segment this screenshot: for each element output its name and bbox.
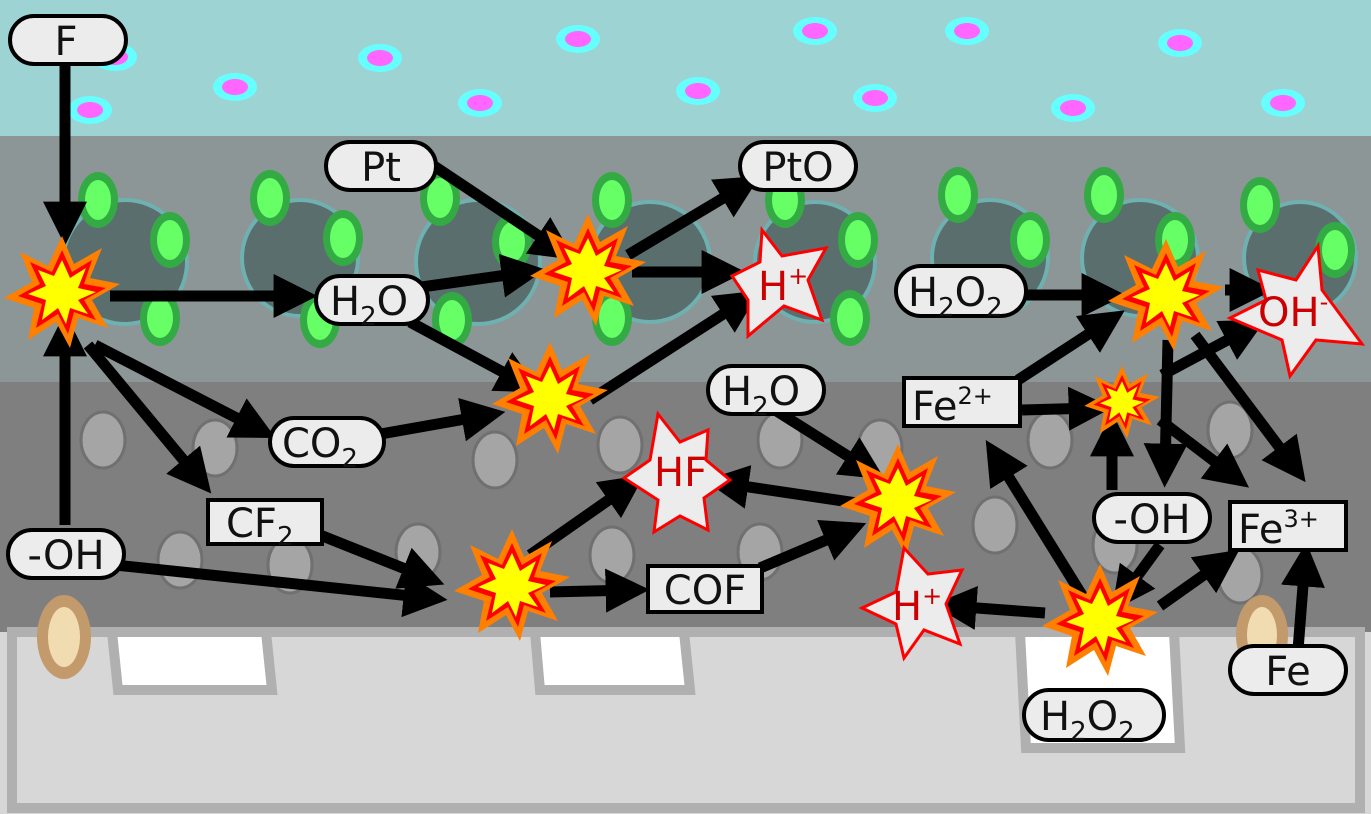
reaction-burst-left — [4, 236, 120, 348]
oh-minus-charge: - — [1320, 288, 1329, 316]
reaction-burst-pt — [530, 214, 646, 326]
h2o2-top-2a: 2 — [938, 293, 955, 323]
h2o-top-o: O — [377, 279, 408, 325]
label-co2: CO2 — [268, 416, 386, 474]
h2o2-bot-2b: 2 — [1118, 717, 1135, 747]
hf-star — [621, 410, 733, 535]
h2o2-bot-o: O — [1087, 694, 1118, 740]
h2o2-top-h: H — [908, 270, 938, 316]
svg-text:CO2: CO2 — [282, 421, 358, 474]
label-cf2: CF2 — [206, 498, 324, 552]
label-cof: COF — [646, 564, 764, 614]
h2o-mid-o: O — [769, 369, 800, 415]
label-h2o2-bottom: H2O2 — [1022, 688, 1166, 747]
label-pto-text: PtO — [762, 145, 833, 191]
label-fe: Fe — [1228, 644, 1348, 696]
co2-2: 2 — [341, 444, 358, 474]
oh-minus-star — [1226, 241, 1366, 380]
h2o-mid-2: 2 — [752, 392, 769, 422]
fe3-fe: Fe — [1238, 507, 1283, 553]
electrode-pocket — [529, 627, 696, 695]
cf2-cf: CF — [226, 501, 277, 547]
fe2-charge: 2+ — [957, 382, 992, 410]
label-pto: PtO — [738, 140, 858, 192]
reaction-burst-cof — [454, 529, 570, 641]
label-cof-text: COF — [664, 568, 746, 614]
label-fe2: Fe2+ — [902, 376, 1022, 430]
reaction-arrows — [43, 60, 1325, 651]
svg-text:Fe2+: Fe2+ — [912, 382, 993, 430]
fe2-fe: Fe — [912, 384, 957, 430]
reaction-burst-co2 — [492, 342, 608, 454]
label-h2o2-top: H2O2 — [894, 264, 1028, 323]
h-plus-top-h: H — [758, 264, 788, 310]
h-plus-bot-h: H — [892, 584, 922, 630]
svg-text:Fe3+: Fe3+ — [1238, 505, 1319, 553]
label-f: F — [8, 14, 128, 66]
svg-text:CF2: CF2 — [226, 501, 293, 552]
oh-minus-oh: OH — [1258, 290, 1320, 336]
h-plus-bot-charge: + — [922, 582, 942, 610]
membrane-pores — [79, 400, 1264, 605]
electrode-pocket — [106, 627, 278, 695]
co2-co: CO — [282, 421, 341, 467]
label-h2o-top: H2O — [314, 274, 430, 332]
h2o2-bot-h: H — [1040, 694, 1070, 740]
h2o-mid-h: H — [722, 369, 752, 415]
label-fe3: Fe3+ — [1228, 500, 1348, 553]
svg-text:H+: H+ — [758, 262, 808, 310]
h-plus-top-charge: + — [788, 262, 808, 290]
label-oh-right-text: -OH — [1113, 497, 1190, 543]
label-oh-left-text: -OH — [27, 533, 104, 579]
cf2-2: 2 — [277, 522, 294, 552]
label-h2o-mid: H2O — [706, 364, 826, 422]
svg-text:H2O: H2O — [722, 369, 800, 422]
svg-text:H2O: H2O — [330, 279, 408, 332]
label-oh-right: -OH — [1092, 492, 1212, 544]
reaction-burst-h2o2 — [1042, 564, 1158, 676]
h2o-top-h: H — [330, 279, 360, 325]
h2o2-top-o: O — [955, 270, 986, 316]
reaction-burst-oh — [1108, 239, 1224, 351]
h2o2-bot-2a: 2 — [1070, 717, 1087, 747]
svg-text:H2O2: H2O2 — [1040, 694, 1135, 747]
label-pt: Pt — [324, 140, 438, 192]
label-oh-left: -OH — [6, 528, 126, 580]
h2o2-top-2b: 2 — [986, 293, 1003, 323]
h2o-top-2: 2 — [360, 302, 377, 332]
label-f-text: F — [54, 19, 77, 65]
ionomer-layer — [0, 0, 1371, 136]
fe3-charge: 3+ — [1283, 505, 1318, 533]
svg-text:H2O2: H2O2 — [908, 270, 1003, 323]
label-fe-text: Fe — [1265, 649, 1310, 695]
label-pt-text: Pt — [361, 145, 401, 191]
reaction-burst-hf — [840, 444, 956, 556]
svg-text:OH-: OH- — [1258, 288, 1328, 336]
hf-label: HF — [654, 450, 707, 496]
h-plus-top-star — [729, 225, 829, 340]
tan-particle — [48, 607, 80, 667]
reaction-burst-fe-small — [1084, 365, 1160, 439]
h-plus-bottom-star — [858, 544, 965, 662]
svg-text:H+: H+ — [892, 582, 942, 630]
